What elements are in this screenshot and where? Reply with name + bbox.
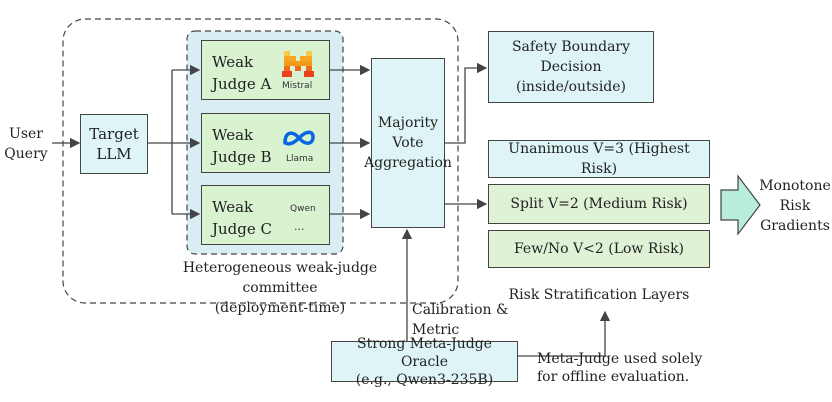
llama-label: Llama bbox=[286, 154, 314, 164]
majority-vote-box: Majority Vote Aggregation bbox=[364, 58, 452, 228]
safety-boundary-box: Safety Boundary Decision (inside/outside… bbox=[488, 31, 654, 103]
committee-caption: Heterogeneous weak-judge committee (depl… bbox=[182, 260, 378, 316]
weak-judge-b-box: Weak Judge B Llama bbox=[201, 113, 330, 173]
weak-judge-a-box: Weak Judge A Mistral bbox=[201, 40, 330, 100]
meta-judge-oracle-box: Strong Meta-Judge Oracle (e.g., Qwen3-23… bbox=[331, 336, 518, 388]
monotone-arrow bbox=[720, 174, 761, 236]
risk-layer-split: Split V=2 (Medium Risk) bbox=[488, 184, 710, 224]
mistral-logo-icon bbox=[282, 51, 314, 77]
risk-layer-few: Few/No V<2 (Low Risk) bbox=[488, 230, 710, 268]
user-query-label: User Query bbox=[4, 126, 48, 162]
more-judges-ellipsis: ... bbox=[294, 220, 305, 233]
weak-judge-c-box: Weak Judge C Qwen ... bbox=[201, 185, 330, 245]
meta-judge-note: Meta-Judge used solely for offline evalu… bbox=[537, 351, 703, 385]
risk-stratification-caption: Risk Stratification Layers bbox=[508, 287, 690, 303]
monotone-gradients-label: Monotone Risk Gradients bbox=[759, 178, 831, 234]
meta-logo-icon bbox=[283, 130, 315, 146]
mistral-label: Mistral bbox=[282, 81, 313, 91]
committee-outer-region bbox=[62, 18, 459, 304]
qwen-label: Qwen bbox=[290, 204, 316, 214]
risk-layer-unanimous: Unanimous V=3 (Highest Risk) bbox=[488, 140, 710, 178]
target-llm-box: Target LLM bbox=[80, 114, 148, 174]
